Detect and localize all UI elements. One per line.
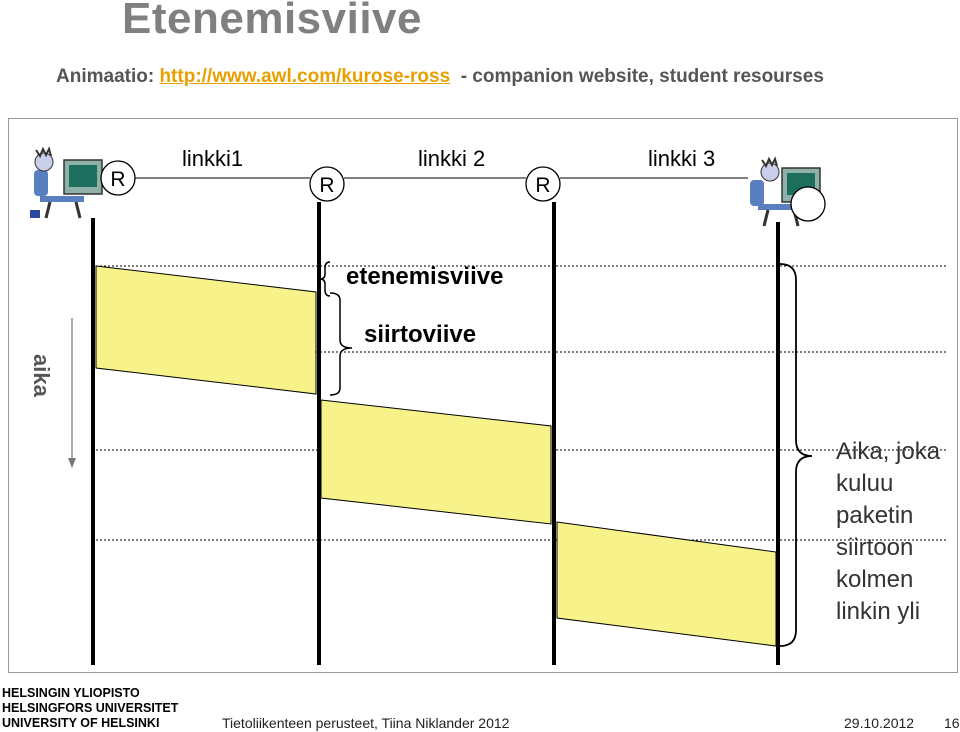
link-label-3: linkki 3	[648, 146, 715, 171]
slide-title: Etenemisviive	[122, 0, 422, 43]
packet-link-1	[95, 265, 317, 395]
router-node	[309, 166, 345, 202]
university-line: HELSINGIN YLIOPISTO	[2, 686, 140, 700]
link-label-1: linkki1	[182, 146, 243, 171]
link-label-2: linkki 2	[418, 146, 485, 171]
slide-subtitle: Animaatio: http://www.awl.com/kurose-ros…	[56, 66, 824, 88]
university-line: UNIVERSITY OF HELSINKI	[2, 716, 160, 730]
note-line: kuluu	[836, 470, 894, 497]
subtitle-suffix: - companion website, student resourses	[450, 66, 824, 87]
university-logo: HELSINGIN YLIOPISTO HELSINGFORS UNIVERSI…	[2, 686, 178, 731]
note-line: Aika, joka	[836, 438, 941, 465]
computer-icon-left	[30, 146, 103, 219]
time-axis-label: aika	[29, 354, 54, 398]
packet-link-2	[320, 399, 552, 525]
note-line: paketin	[836, 502, 914, 529]
router-label: R	[110, 168, 125, 191]
note-line: siirtoon	[836, 534, 914, 561]
router-label: R	[535, 174, 550, 197]
propagation-label: etenemisviive	[346, 263, 503, 290]
router-node	[525, 166, 561, 202]
transmission-brace	[329, 292, 353, 396]
note-line: linkin yli	[836, 598, 921, 625]
total-delay-note: Aika, joka kuluu paketin siirtoon kolmen…	[836, 436, 940, 628]
total-delay-brace	[779, 263, 813, 647]
page-number: 16	[944, 715, 960, 731]
university-line: HELSINGFORS UNIVERSITET	[2, 701, 179, 715]
packet-link-3	[556, 521, 777, 647]
propagation-brace	[319, 261, 331, 297]
router-node	[790, 186, 826, 222]
slide-date: 29.10.2012	[844, 715, 915, 731]
animation-link[interactable]: http://www.awl.com/kurose-ross	[159, 66, 451, 87]
subtitle-prefix: Animaatio:	[56, 66, 160, 87]
transmission-label: siirtoviive	[364, 321, 476, 348]
router-label: R	[319, 174, 334, 197]
time-arrow-icon	[68, 458, 76, 468]
diagram-frame	[8, 118, 958, 673]
course-footer: Tietoliikenteen perusteet, Tiina Nikland…	[222, 715, 510, 731]
note-line: kolmen	[836, 566, 914, 593]
